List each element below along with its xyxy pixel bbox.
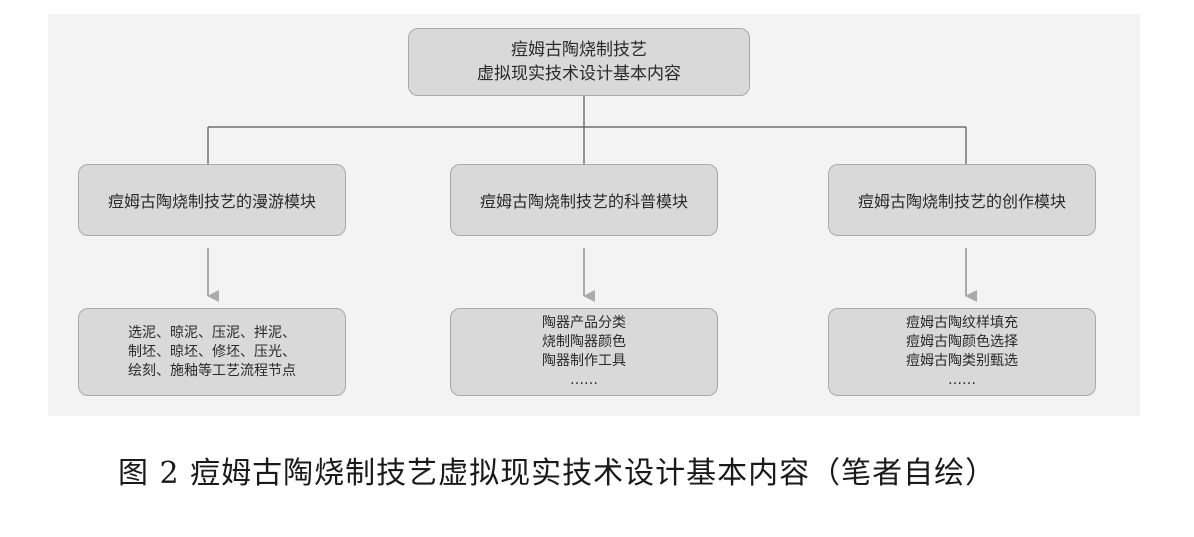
module-node-science: 痘姆古陶烧制技艺的科普模块 — [450, 164, 718, 236]
module-title: 痘姆古陶烧制技艺的科普模块 — [479, 192, 688, 211]
detail-node-science: 陶器产品分类 烧制陶器颜色 陶器制作工具 …… — [450, 308, 718, 396]
detail-ellipsis: …… — [948, 372, 976, 388]
root-node: 痘姆古陶烧制技艺 虚拟现实技术设计基本内容 — [408, 28, 750, 96]
figure-caption: 图 2 痘姆古陶烧制技艺虚拟现实技术设计基本内容（笔者自绘） — [118, 456, 997, 491]
detail-line: 选泥、晾泥、压泥、拌泥、 — [128, 324, 296, 341]
root-line-1: 痘姆古陶烧制技艺 — [511, 40, 647, 60]
detail-line: 绘刻、施釉等工艺流程节点 — [128, 362, 296, 379]
detail-line: 痘姆古陶颜色选择 — [906, 334, 1018, 350]
detail-line: 痘姆古陶纹样填充 — [906, 315, 1018, 331]
root-line-2: 虚拟现实技术设计基本内容 — [477, 64, 681, 84]
module-node-roaming: 痘姆古陶烧制技艺的漫游模块 — [78, 164, 346, 236]
detail-line: 陶器产品分类 — [542, 315, 626, 331]
detail-line: 制坯、晾坯、修坯、压光、 — [128, 343, 296, 360]
module-title: 痘姆古陶烧制技艺的创作模块 — [857, 192, 1066, 211]
detail-line: 痘姆古陶类别甄选 — [906, 353, 1018, 369]
module-node-creation: 痘姆古陶烧制技艺的创作模块 — [828, 164, 1096, 236]
detail-line: 陶器制作工具 — [542, 353, 626, 369]
detail-line: 烧制陶器颜色 — [542, 334, 626, 350]
detail-node-creation: 痘姆古陶纹样填充 痘姆古陶颜色选择 痘姆古陶类别甄选 …… — [828, 308, 1096, 396]
detail-ellipsis: …… — [570, 372, 598, 388]
detail-node-roaming: 选泥、晾泥、压泥、拌泥、 制坯、晾坯、修坯、压光、 绘刻、施釉等工艺流程节点 — [78, 308, 346, 396]
module-title: 痘姆古陶烧制技艺的漫游模块 — [107, 192, 316, 211]
